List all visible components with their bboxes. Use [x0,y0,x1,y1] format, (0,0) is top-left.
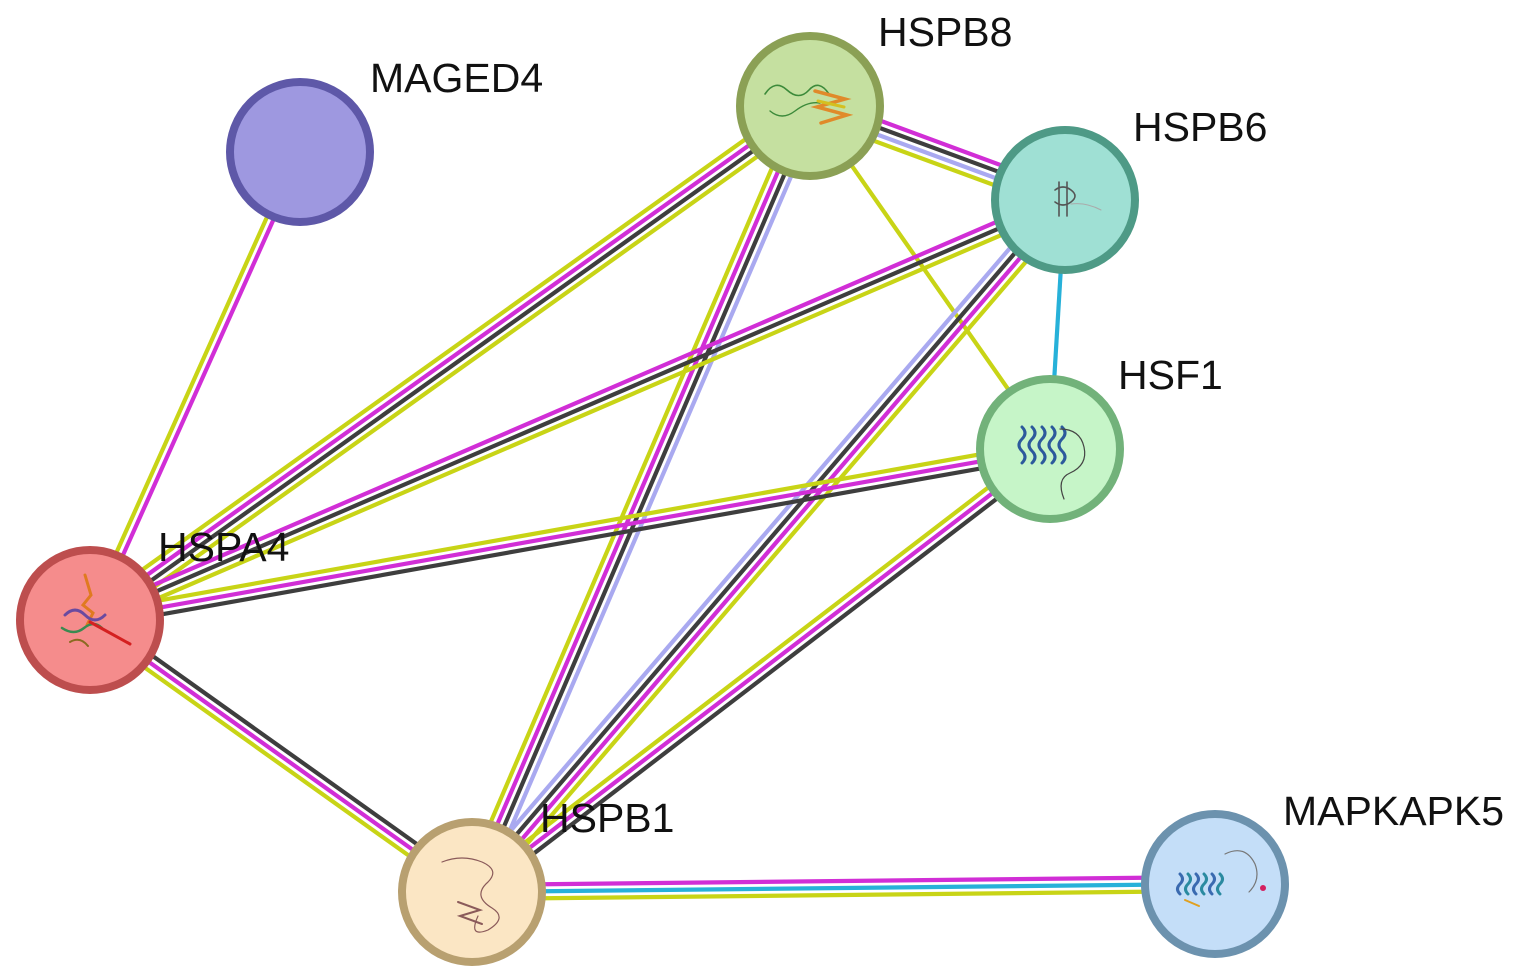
label-hspb8: HSPB8 [878,9,1012,55]
edge-line-experiments [91,152,306,623]
label-maged4: MAGED4 [370,55,543,101]
edge-line-textmining [466,441,1047,889]
edge-line-experiments [89,446,1051,623]
edge-hsf1-hspb1 [466,441,1056,900]
edge-line-homology [462,191,1059,887]
helix-bundle-structure-icon [1017,425,1086,500]
edge-line-textmining [91,204,1069,629]
node-circle-hspb6 [991,126,1139,274]
node-hspb6[interactable] [991,126,1139,274]
edge-maged4-hspa4 [84,149,306,623]
edge-line-textmining [82,95,806,614]
label-hspb6: HSPB6 [1133,104,1267,150]
edge-line-experiments [471,874,1215,888]
edge-line-experiments [86,101,810,619]
helix-structure-icon [1054,181,1102,217]
node-hsf1[interactable] [976,375,1124,523]
edge-line-coexpression [89,198,1066,622]
edge-line-experiments [466,103,809,892]
edge-line-coexpression [467,196,1064,892]
multidomain-structure-icon [60,573,132,647]
edge-line-coexpression [475,452,1056,900]
edges-layer [82,94,1216,902]
beta-sheet-structure-icon [764,84,854,125]
edge-line-coexpression [473,106,816,895]
edge-line-database [471,881,1216,895]
edge-line-coexpression [92,612,478,889]
edge-line-experiments [470,447,1052,894]
node-circle-hspb1 [398,818,546,966]
edge-hsf1-hspa4 [88,440,1052,629]
node-hspa4[interactable] [16,546,164,694]
labels-layer: MAGED4 HSPB8 HSPB6 HSF1 HSPA4 HSPB1 MAPK… [158,9,1504,841]
node-circle-mapkapk5 [1141,810,1289,958]
edge-hspb1-mapkapk5 [471,874,1216,902]
label-hspb1: HSPB1 [540,795,674,841]
edge-line-experiments [88,618,474,894]
edge-hspb6-hspa4 [86,191,1069,629]
node-maged4[interactable] [226,78,374,226]
edge-hspb6-hspb1 [462,191,1075,901]
edge-line-experiments [473,200,1070,896]
edge-line-coexpression [90,107,814,625]
kinase-structure-icon [1176,850,1266,907]
edge-line-textmining [460,101,803,889]
edge-line-textmining [84,623,470,900]
edge-line-textmining [472,888,1216,902]
edge-hspb8-hspb1 [460,101,822,897]
edge-hspa4-hspb1 [84,612,478,900]
edge-line-coexpression [90,453,1052,629]
edge-line-experiments [86,191,1064,616]
nodes-layer [16,32,1289,966]
label-hsf1: HSF1 [1118,352,1223,398]
edge-line-textmining [84,149,299,620]
label-mapkapk5: MAPKAPK5 [1283,788,1504,834]
node-hspb8[interactable] [736,32,884,180]
node-circle-maged4 [226,78,374,226]
coil-structure-icon [441,857,500,933]
edge-hspb8-hspa4 [82,95,818,631]
edge-line-homology [479,109,822,897]
edge-line-textmining [94,112,818,631]
label-hspa4: HSPA4 [158,524,289,570]
node-circle-hspb8 [736,32,884,180]
edge-line-textmining [478,205,1075,901]
node-mapkapk5[interactable] [1141,810,1289,958]
edge-line-textmining [88,440,1050,616]
node-hspb1[interactable] [398,818,546,966]
